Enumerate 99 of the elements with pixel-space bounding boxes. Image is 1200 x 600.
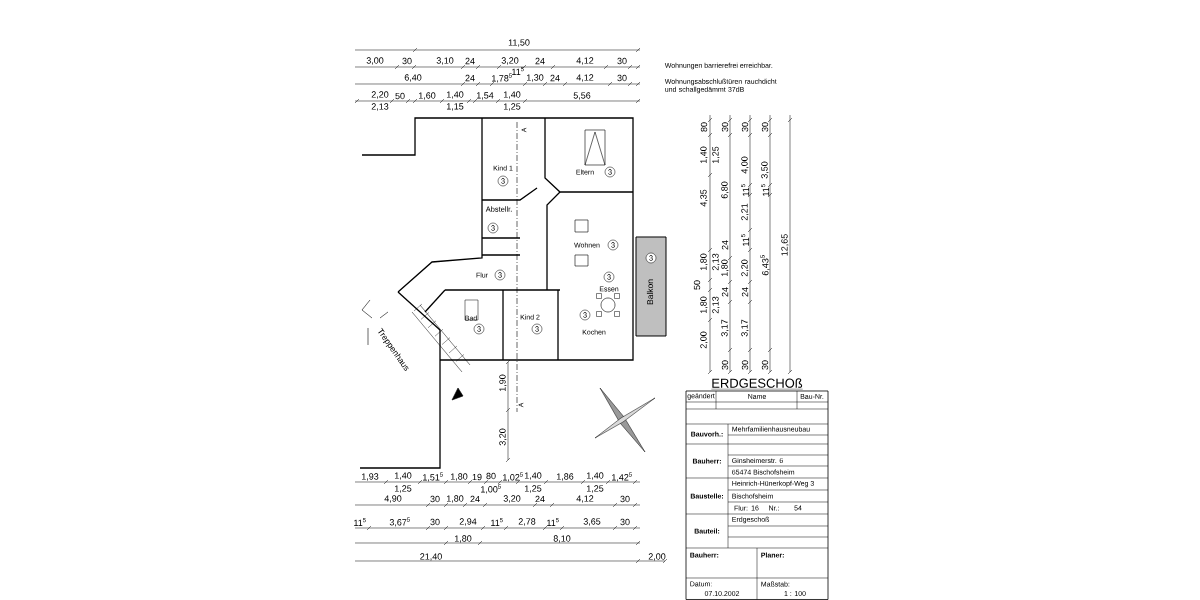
dimension-text: 19 — [472, 473, 482, 481]
dimension-text: 24 — [741, 287, 749, 297]
dimension-text: 11$^{5}$ — [354, 518, 366, 526]
dimension-text: 3,20 — [501, 57, 519, 65]
dimension-text: 1,15 — [446, 103, 464, 111]
dimension-text: 4,90 — [384, 495, 402, 503]
dimension-text: 11$^{5}$ — [491, 518, 503, 526]
dimension-text: 3,20 — [503, 495, 521, 503]
drawing-title: ERDGESCHOß — [711, 378, 803, 390]
dimension-text: 1,80 — [721, 259, 729, 277]
dimension-text: 1,25 — [586, 485, 604, 493]
dimension-text: 4,35 — [700, 189, 708, 207]
dimension-text: 1,80 — [700, 296, 708, 314]
dimension-text: 4,12 — [576, 74, 594, 82]
dimension-text: 2,21 — [741, 203, 749, 221]
dimension-text: 2,20 — [371, 91, 389, 99]
dimension-text: 11$^{5}$ — [547, 518, 559, 526]
dimension-text: 1,40 — [394, 472, 412, 480]
dimension-text: 2,13 — [371, 103, 389, 111]
dimension-text: 80 — [700, 122, 708, 132]
dimension-text: 1,54 — [476, 92, 494, 100]
room-label: Balkon — [646, 279, 654, 305]
dimension-text: 3,10 — [436, 57, 454, 65]
dimension-text: 24 — [721, 287, 729, 297]
dimension-text: 12,65 — [781, 234, 789, 256]
dimension-text: 6,80 — [721, 181, 729, 199]
dimension-text: 6,40 — [404, 74, 422, 82]
dimension-text: 30 — [430, 518, 440, 526]
dimension-text: 3,50 — [761, 161, 769, 179]
dimension-text: 1,93 — [361, 473, 379, 481]
dimension-text: 80 — [486, 472, 496, 480]
dimension-text: 30 — [402, 57, 412, 65]
dimension-text: 30 — [741, 122, 749, 132]
dimension-text: 24 — [535, 495, 545, 503]
dimension-text: 4,12 — [576, 57, 594, 65]
dimension-text: 1,25 — [524, 485, 542, 493]
dimension-text: 50 — [693, 280, 701, 290]
dimension-text: 30 — [721, 360, 729, 370]
dimension-text: 1,40 — [524, 472, 542, 480]
dimension-text: 1,25 — [712, 146, 720, 164]
dimension-text: 4,00 — [741, 156, 749, 174]
dimension-text: 2,78 — [518, 518, 536, 526]
dimension-text: 21,40 — [420, 553, 442, 561]
dimension-text: 11$^{5}$ — [741, 184, 749, 196]
dimension-text: 2,20 — [741, 259, 749, 277]
dimension-text: 30 — [741, 360, 749, 370]
dimension-text: 30 — [721, 122, 729, 132]
dimension-text: 1,02$^{5}$ — [503, 472, 523, 482]
dimension-text: 1,80 — [450, 473, 468, 481]
dimension-text: 30 — [620, 518, 630, 526]
dimension-text: 30 — [620, 495, 630, 503]
dimension-text: 3,17 — [721, 319, 729, 337]
dimension-text: 3,67$^{5}$ — [389, 517, 410, 527]
dimension-text: 1,60 — [418, 92, 436, 100]
dimension-text: 1,25 — [394, 485, 412, 493]
dimension-text: 1,80 — [454, 535, 472, 543]
dimension-text: 30 — [761, 122, 769, 132]
dimension-text: 1,80 — [700, 253, 708, 271]
dimension-text: 1,51$^{5}$ — [423, 472, 443, 482]
dimension-text: 50 — [395, 92, 405, 100]
dimension-text: 11$^{5}$ — [761, 184, 769, 196]
dimension-text: 30 — [617, 74, 627, 82]
dimension-text: 8,10 — [553, 535, 571, 543]
dimension-text: 1,40 — [503, 91, 521, 99]
dimension-text: 2,00 — [648, 553, 666, 561]
dimension-text: 3,65 — [583, 518, 601, 526]
dimension-text: 2,13 — [712, 296, 720, 314]
dimension-text: 30 — [617, 57, 627, 65]
dimension-text: 24 — [465, 57, 475, 65]
dimension-text: 4,12 — [576, 495, 594, 503]
dimension-text: 1,40 — [586, 472, 604, 480]
dimension-text: 24 — [721, 240, 729, 250]
dimension-text: 3,20 — [499, 428, 507, 446]
dimension-text: 1,86 — [556, 473, 574, 481]
dimension-text: 1,40 — [700, 146, 708, 164]
dimension-text: 2,00 — [700, 331, 708, 349]
dimension-text: 24 — [550, 74, 560, 82]
dimension-text: 6,43$^{5}$ — [760, 255, 770, 276]
dimension-text: 1,42$^{5}$ — [612, 472, 632, 482]
dimension-text: 24 — [535, 57, 545, 65]
dimension-text: 11$^{5}$ — [741, 234, 749, 246]
dimension-text: 2,94 — [459, 518, 477, 526]
dimension-text: 3,00 — [366, 57, 384, 65]
dimension-text: 30 — [430, 495, 440, 503]
dimension-text: 11$^{5}$ — [512, 67, 524, 75]
dimension-text: 2,13 — [712, 253, 720, 271]
dimension-text: 11,50 — [508, 39, 530, 47]
dimension-text: 5,56 — [573, 92, 591, 100]
dimension-text: 24 — [465, 74, 475, 82]
dimension-text: 1,40 — [446, 91, 464, 99]
dimension-text: 1,80 — [446, 495, 464, 503]
dimension-text: 1,30 — [526, 74, 544, 82]
dimension-text: 3,17 — [741, 319, 749, 337]
dimension-text: 1,00$^{5}$ — [481, 484, 501, 494]
dimension-text: 1,25 — [503, 103, 521, 111]
dimension-text: 30 — [761, 360, 769, 370]
dimension-text: 24 — [470, 495, 480, 503]
dimension-text: 1,78$^{5}$ — [492, 73, 512, 83]
dimension-text: 1,90 — [499, 374, 507, 392]
